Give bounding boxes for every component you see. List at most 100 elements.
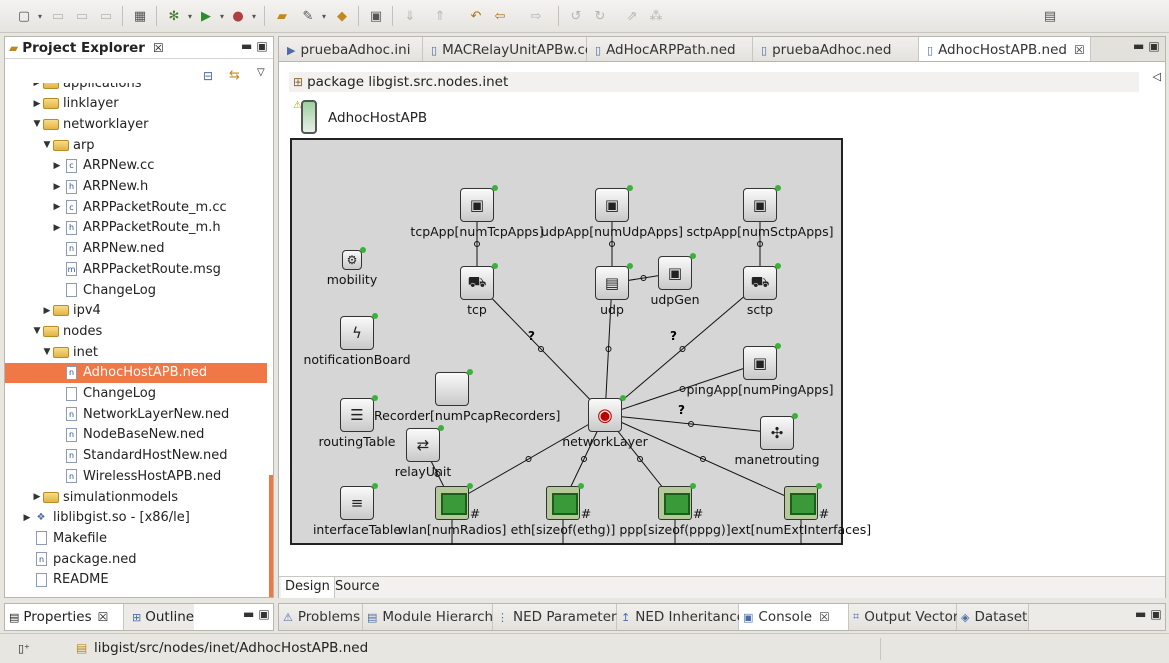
connection-line[interactable] bbox=[604, 282, 761, 416]
module-wlan[interactable] bbox=[435, 486, 469, 520]
next-annotation-icon[interactable]: ⇓ bbox=[404, 8, 416, 24]
connection-line[interactable] bbox=[476, 282, 606, 416]
module-eth[interactable] bbox=[546, 486, 580, 520]
tree-item[interactable]: ChangeLog bbox=[5, 384, 267, 404]
connection-line[interactable] bbox=[604, 282, 613, 416]
tree-item[interactable]: README bbox=[5, 570, 267, 590]
module-pcapRecorder[interactable] bbox=[435, 372, 469, 406]
module-sctpApp[interactable]: ▣ bbox=[743, 188, 777, 222]
module-tcpApp[interactable]: ▣ bbox=[460, 188, 494, 222]
expand-toggle-icon[interactable]: ▶ bbox=[23, 512, 31, 523]
minimize-maximize-icons[interactable]: ▬▣ bbox=[243, 607, 274, 621]
tab-output-vector[interactable]: ⌗Output Vector bbox=[849, 604, 958, 630]
module-sctp[interactable]: ⛟ bbox=[743, 266, 777, 300]
prev-annotation-icon[interactable]: ⇑ bbox=[434, 8, 446, 24]
expand-toggle-icon[interactable]: ▶ bbox=[33, 98, 41, 109]
tree-item[interactable]: ▶❖liblibgist.so - [x86/le] bbox=[5, 508, 267, 528]
tab-dataset[interactable]: ◈Dataset bbox=[957, 604, 1029, 630]
collapse-all-icon[interactable]: ⊟ bbox=[203, 69, 214, 83]
run-icon[interactable]: ▶ bbox=[201, 8, 211, 24]
tab-problems[interactable]: ⚠Problems bbox=[279, 604, 363, 630]
expand-toggle-icon[interactable]: ▼ bbox=[33, 119, 41, 130]
module-ppp[interactable] bbox=[658, 486, 692, 520]
perspective-icon[interactable]: ▤ bbox=[1043, 8, 1057, 24]
tree-item[interactable]: ▶ipv4 bbox=[5, 301, 267, 321]
fast-view-icon[interactable]: ▯⁺ bbox=[18, 642, 30, 655]
tree-item[interactable]: ChangeLog bbox=[5, 280, 267, 300]
module-tcp[interactable]: ⛟ bbox=[460, 266, 494, 300]
task-icon[interactable]: ▣ bbox=[369, 8, 383, 24]
expand-toggle-icon[interactable]: ▼ bbox=[33, 326, 41, 337]
tree-item[interactable]: ▶simulationmodels bbox=[5, 487, 267, 507]
minimize-maximize-icons[interactable]: ▬▣ bbox=[1135, 607, 1166, 621]
tab-ned-inheritance[interactable]: ↥NED Inheritance bbox=[617, 604, 745, 630]
pencil-icon[interactable]: ✎ bbox=[302, 8, 314, 24]
module-routingTable[interactable]: ☰ bbox=[340, 398, 374, 432]
module-relayUnit[interactable]: ⇄ bbox=[406, 428, 440, 462]
close-icon[interactable]: ☒ bbox=[97, 610, 109, 624]
module-udpApp[interactable]: ▣ bbox=[595, 188, 629, 222]
connection-line[interactable] bbox=[451, 414, 606, 504]
layout-icon[interactable]: ⁂ bbox=[649, 8, 663, 24]
back-icon[interactable]: ⇦ bbox=[494, 8, 506, 24]
module-mobility[interactable]: ⚙ bbox=[342, 250, 362, 270]
connection-line[interactable] bbox=[604, 414, 802, 504]
print-icon[interactable]: ▭ bbox=[99, 8, 113, 24]
pencil-dropdown-icon[interactable]: ▾ bbox=[321, 11, 326, 21]
connection-line[interactable] bbox=[604, 414, 778, 434]
expand-toggle-icon[interactable]: ▶ bbox=[53, 202, 61, 213]
new-icon[interactable]: ▢ bbox=[17, 8, 31, 24]
tab-adhocarppath-ned[interactable]: ▯AdHocARPPath.ned bbox=[587, 37, 753, 63]
build-icon[interactable]: ▦ bbox=[133, 8, 147, 24]
open-folder-icon[interactable]: ▰ bbox=[277, 8, 287, 24]
tree-item[interactable]: ▼inet bbox=[5, 342, 267, 362]
tab-outline[interactable]: ⊞ Outline bbox=[123, 604, 195, 630]
debug-dropdown-icon[interactable]: ▾ bbox=[187, 11, 192, 21]
tree-item[interactable]: ▶linklayer bbox=[5, 94, 267, 114]
module-ext[interactable] bbox=[784, 486, 818, 520]
expand-toggle-icon[interactable]: ▶ bbox=[53, 160, 61, 171]
expand-toggle-icon[interactable]: ▼ bbox=[43, 140, 51, 151]
palette-toggle-icon[interactable]: ◁ bbox=[1152, 70, 1161, 83]
tab-adhochostapb-ned[interactable]: ▯AdhocHostAPB.ned☒ bbox=[919, 37, 1091, 63]
new-dropdown-icon[interactable]: ▾ bbox=[37, 11, 42, 21]
tab-module-hierarchy[interactable]: ▤Module Hierarchy bbox=[363, 604, 501, 630]
debug-icon[interactable]: ✻ bbox=[168, 8, 180, 24]
run-dropdown-icon[interactable]: ▾ bbox=[219, 11, 224, 21]
module-interfaceTable[interactable]: ≡ bbox=[340, 486, 374, 520]
expand-toggle-icon[interactable]: ▶ bbox=[33, 83, 41, 88]
tab-pruebaadhoc-ned[interactable]: ▯pruebaAdhoc.ned bbox=[753, 37, 919, 63]
module-notificationBoard[interactable]: ϟ bbox=[340, 316, 374, 350]
minimize-maximize-icons[interactable]: ▬▣ bbox=[241, 39, 272, 53]
tree-item[interactable]: ▼networklayer bbox=[5, 114, 267, 134]
link-editor-icon[interactable]: ⇆ bbox=[229, 68, 240, 83]
redo-icon[interactable]: ↻ bbox=[594, 8, 606, 24]
open-type-icon[interactable]: ◆ bbox=[337, 8, 347, 24]
scroll-indicator[interactable] bbox=[269, 475, 273, 597]
export-icon[interactable]: ⇗ bbox=[626, 8, 638, 24]
close-icon[interactable]: ☒ bbox=[819, 610, 830, 624]
tab-console[interactable]: ▣Console☒ bbox=[739, 604, 849, 630]
tab-macrelayunit-cc[interactable]: ▯MACRelayUnitAPBw.cc bbox=[423, 37, 592, 63]
connection-line[interactable] bbox=[604, 362, 761, 416]
minimize-maximize-icons[interactable]: ▬▣ bbox=[1133, 39, 1164, 53]
forward-icon[interactable]: ⇨ bbox=[530, 8, 542, 24]
close-icon[interactable]: ☒ bbox=[152, 40, 164, 55]
expand-toggle-icon[interactable]: ▶ bbox=[43, 305, 51, 316]
last-edit-icon[interactable]: ↶ bbox=[470, 8, 482, 24]
module-pingApp[interactable]: ▣ bbox=[743, 346, 777, 380]
external-tools-dropdown-icon[interactable]: ▾ bbox=[251, 11, 256, 21]
undo-icon[interactable]: ↺ bbox=[570, 8, 582, 24]
module-canvas[interactable]: ??? ▣tcpApp[numTcpApps]▣udpApp[numUdpApp… bbox=[290, 138, 871, 545]
save-icon[interactable]: ▭ bbox=[51, 8, 65, 24]
